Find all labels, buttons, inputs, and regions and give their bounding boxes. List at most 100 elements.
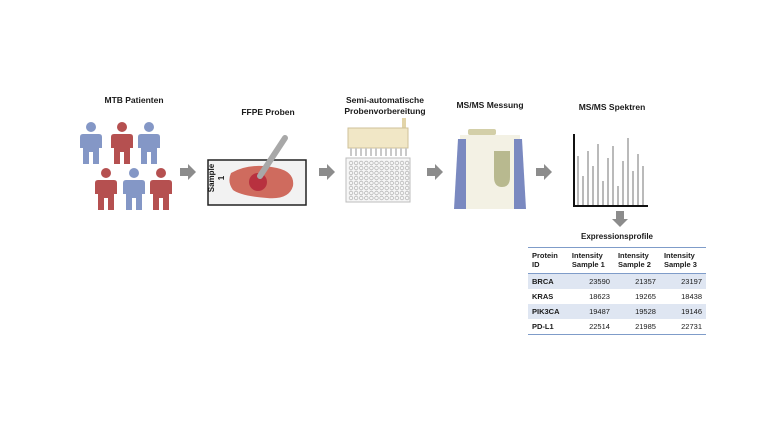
well: [364, 170, 369, 176]
well: [348, 160, 354, 166]
well: [399, 165, 405, 171]
protein-id: KRAS: [532, 292, 554, 301]
well: [379, 195, 384, 201]
table-title: Expressionsprofile: [580, 232, 654, 241]
well: [359, 160, 364, 166]
pipette-tip: [370, 148, 372, 156]
well: [389, 185, 394, 191]
arrow-right-icon: [427, 164, 443, 180]
well: [404, 180, 410, 186]
well: [379, 160, 384, 166]
well: [399, 195, 405, 201]
well: [353, 160, 359, 166]
well: [369, 175, 374, 181]
intensity-cell: 23197: [659, 273, 706, 289]
intensity-cell: 21985: [613, 319, 660, 335]
well: [394, 160, 400, 166]
step-title-patients: MTB Patienten: [104, 95, 164, 105]
protein-id: PIK3CA: [528, 304, 568, 319]
well: [404, 165, 410, 171]
well: [364, 165, 369, 171]
well: [394, 165, 400, 171]
pipette-tip: [400, 148, 402, 156]
intensity-cell: 23590: [567, 273, 614, 289]
well: [374, 185, 379, 191]
well: [384, 175, 389, 181]
intensity-cell: 22731: [659, 319, 706, 335]
arrow-right-icon: [536, 164, 552, 180]
step-title-spectra: MS/MS Spektren: [578, 102, 646, 112]
well: [348, 185, 354, 191]
well: [369, 190, 374, 196]
well: [399, 170, 405, 176]
well: [374, 195, 379, 201]
table-row: KRAS 18623 19265 18438: [528, 289, 706, 304]
well: [379, 165, 384, 171]
pipette-tip: [405, 148, 407, 156]
well: [364, 185, 369, 191]
well: [389, 180, 394, 186]
well: [384, 185, 389, 191]
well: [353, 175, 359, 181]
mass-spectrometer-icon: [454, 129, 526, 209]
well: [353, 190, 359, 196]
well: [379, 185, 384, 191]
well: [369, 160, 374, 166]
well: [404, 195, 410, 201]
pipette-tip: [385, 148, 387, 156]
well: [359, 170, 364, 176]
well: [384, 180, 389, 186]
well: [369, 170, 374, 176]
well: [399, 160, 405, 166]
pipette-tip: [360, 148, 362, 156]
table-header-row: Protein ID Intensity Sample 1 Intensity …: [528, 247, 706, 274]
well: [359, 190, 364, 196]
well: [364, 175, 369, 181]
well: [364, 160, 369, 166]
ffpe-slide-icon: [207, 135, 307, 206]
well: [384, 165, 389, 171]
well: [353, 170, 359, 176]
well: [359, 185, 364, 191]
well: [353, 185, 359, 191]
well: [379, 175, 384, 181]
well: [369, 185, 374, 191]
well: [404, 190, 410, 196]
well: [353, 165, 359, 171]
well: [384, 190, 389, 196]
well: [364, 180, 369, 186]
well: [394, 185, 400, 191]
well: [404, 170, 410, 176]
well: [374, 190, 379, 196]
step-title-prep: Semi-automatische Probenvorbereitung: [344, 95, 426, 116]
well: [404, 185, 410, 191]
well: [353, 180, 359, 186]
intensity-cell: 18438: [681, 292, 702, 301]
pipette-tip: [350, 148, 352, 156]
well: [359, 180, 364, 186]
well: [399, 175, 405, 181]
intensity-cell: 19265: [635, 292, 656, 301]
step-title-ffpe: FFPE Proben: [241, 107, 295, 117]
well: [394, 180, 400, 186]
intensity-cell: 18623: [589, 292, 610, 301]
well: [348, 175, 354, 181]
well: [364, 195, 369, 201]
well: [394, 170, 400, 176]
well: [389, 170, 394, 176]
well: [389, 165, 394, 171]
well: [374, 165, 379, 171]
pipette-tip: [390, 148, 392, 156]
well: [389, 160, 394, 166]
well: [384, 170, 389, 176]
well: [399, 180, 405, 186]
intensity-cell: 19487: [567, 304, 614, 319]
intensity-cell: 19528: [613, 304, 660, 319]
well: [348, 170, 354, 176]
well: [359, 165, 364, 171]
well: [364, 190, 369, 196]
well: [399, 185, 405, 191]
well: [394, 190, 400, 196]
arrow-right-icon: [180, 164, 196, 180]
well: [389, 190, 394, 196]
